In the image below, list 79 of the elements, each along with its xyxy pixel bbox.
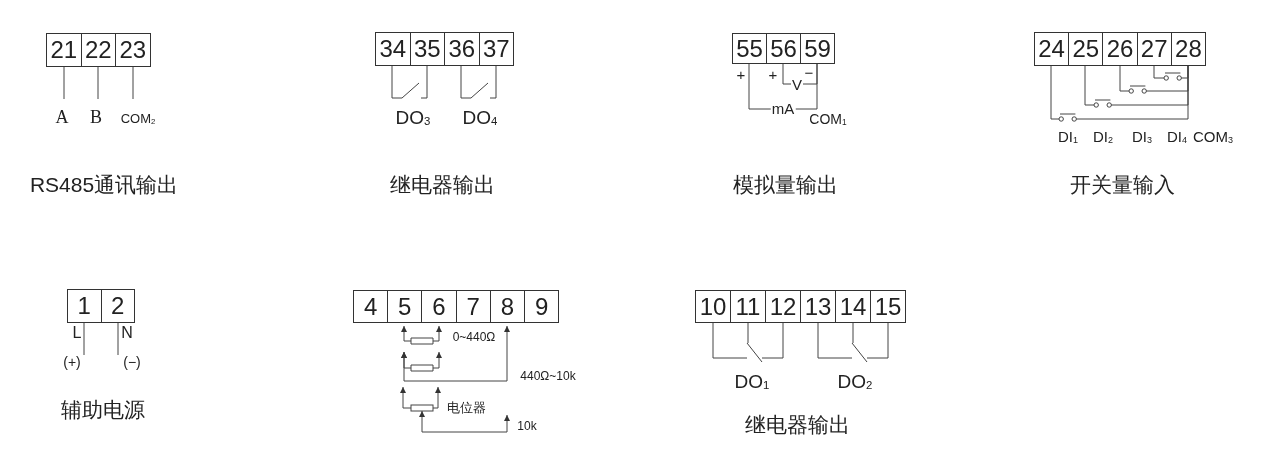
wire — [866, 322, 889, 359]
terminal-number: 26 — [1102, 32, 1138, 66]
wire — [432, 386, 441, 409]
wire-label: B — [90, 108, 102, 128]
wire — [401, 325, 510, 382]
terminal-number: 1 — [67, 289, 102, 323]
terminal-number: 24 — [1034, 32, 1070, 66]
terminal-number: 21 — [46, 33, 82, 67]
wire — [852, 322, 854, 344]
wire — [712, 322, 748, 359]
input-label: DI$_{4}$ — [1167, 128, 1187, 146]
switch-wire — [1153, 65, 1189, 81]
terminal-number: 28 — [1170, 32, 1206, 66]
terminal-number: 2 — [100, 289, 135, 323]
wire — [422, 65, 428, 99]
wire — [761, 322, 784, 359]
wire-label: L — [72, 324, 82, 342]
section-title: RS485通讯输出 — [29, 173, 179, 197]
terminal-number: 55 — [732, 33, 767, 64]
terminal-number: 37 — [478, 32, 514, 66]
terminal-number: 35 — [409, 32, 445, 66]
input-label: DI$_{3}$ — [1132, 128, 1152, 146]
wire — [782, 63, 818, 85]
terminal-number: 56 — [766, 33, 801, 64]
wire — [391, 65, 403, 99]
relay-contact-symbol — [470, 82, 493, 99]
section-title: 继电器输出 — [744, 413, 850, 437]
section-title: 继电器输出 — [389, 173, 495, 197]
terminal-number: 10 — [695, 290, 731, 323]
component-label: 电位器 — [446, 400, 486, 416]
wire-label: COM$_{2}$ — [120, 111, 156, 127]
relay-contact-symbol — [851, 342, 868, 363]
terminal-number: 59 — [800, 33, 835, 64]
section-title: 开关量输入 — [1069, 173, 1175, 197]
terminal-number: 27 — [1136, 32, 1172, 66]
terminal-number: 9 — [524, 290, 560, 323]
terminal-number: 36 — [444, 32, 480, 66]
terminal-number: 23 — [115, 33, 151, 67]
polarity-sign: (−) — [123, 355, 141, 371]
terminal-number: 4 — [353, 290, 389, 323]
input-label: DI$_{2}$ — [1093, 128, 1113, 146]
terminal-number: 14 — [835, 290, 871, 323]
polarity-sign: + — [768, 66, 778, 84]
potentiometer-symbol — [410, 404, 434, 412]
wire — [400, 386, 412, 409]
polarity-sign: (+) — [63, 355, 81, 371]
relay-contact-symbol — [746, 342, 763, 363]
switch-wire — [1050, 65, 1189, 122]
terminal-number: 22 — [80, 33, 116, 67]
wire-label: COM$_{1}$ — [809, 112, 847, 128]
terminal-number: 25 — [1068, 32, 1104, 66]
wire — [491, 65, 497, 99]
wire — [817, 322, 853, 359]
input-label: DI$_{1}$ — [1058, 128, 1078, 146]
potentiometer-wiper — [419, 410, 510, 433]
resistor-wire — [401, 325, 442, 345]
range-label: 0~440Ω — [452, 331, 496, 345]
range-label: 440Ω~10k — [520, 370, 576, 384]
wire — [460, 65, 472, 99]
wire-label: A — [55, 108, 69, 128]
terminal-number: 12 — [765, 290, 801, 323]
section-title: 辅助电源 — [61, 398, 145, 422]
wire — [747, 322, 749, 344]
terminal-number: 11 — [730, 290, 766, 323]
wire-label: N — [121, 324, 133, 342]
input-label: COM$_{3}$ — [1193, 128, 1233, 146]
terminal-number: 7 — [455, 290, 491, 323]
switch-wire — [1119, 65, 1189, 94]
terminal-number: 34 — [375, 32, 411, 66]
terminal-number: 5 — [387, 290, 423, 323]
terminal-number: 13 — [800, 290, 836, 323]
polarity-sign: + — [736, 66, 746, 84]
relay-contact-symbol — [401, 82, 424, 99]
polarity-sign: − — [804, 64, 814, 82]
terminal-number: 6 — [421, 290, 457, 323]
switch-wire — [1084, 65, 1189, 108]
terminal-number: 15 — [870, 290, 906, 323]
terminal-number: 8 — [489, 290, 525, 323]
section-title: 模拟量输出 — [732, 173, 838, 197]
